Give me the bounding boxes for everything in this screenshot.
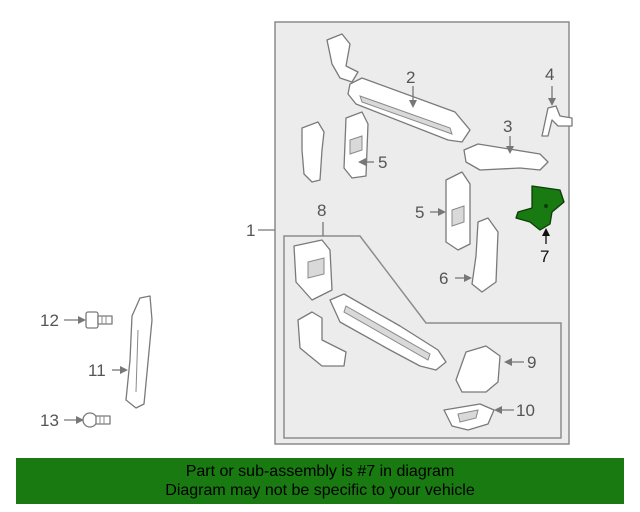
- callout-11: 11: [88, 361, 106, 380]
- callout-3: 3: [503, 117, 512, 136]
- banner-line-2: Diagram may not be specific to your vehi…: [165, 482, 475, 499]
- callout-13: 13: [40, 411, 59, 430]
- part-10-plate: [443, 403, 495, 431]
- callout-5-upper: 5: [378, 153, 387, 172]
- info-banner: Part or sub-assembly is #7 in diagram Di…: [16, 458, 624, 504]
- part-11-stay: [125, 295, 153, 409]
- callout-12: 12: [40, 311, 59, 330]
- callout-10: 10: [516, 401, 535, 420]
- callout-4: 4: [545, 65, 554, 84]
- callout-2: 2: [406, 68, 415, 87]
- part-5-lower: [445, 171, 471, 251]
- part-3-bracket: [463, 143, 549, 171]
- subassembly-8-frame: [283, 235, 562, 439]
- assembly-frame: [274, 21, 570, 445]
- part-4-clip: [541, 105, 573, 137]
- part-2-support-upper: [326, 33, 471, 143]
- callout-9: 9: [527, 353, 536, 372]
- parts-diagram: 1 2 3 4 5 5 6: [40, 21, 573, 445]
- part-9-bracket: [455, 345, 501, 393]
- part-8-bracket-lower: [297, 311, 347, 367]
- part-side-member-left: [301, 121, 325, 183]
- part-8-rail: [329, 293, 447, 371]
- part-13-clip: [82, 412, 111, 428]
- part-12-bolt: [85, 311, 113, 329]
- callout-1: 1: [246, 221, 255, 240]
- banner-line-1: Part or sub-assembly is #7 in diagram: [185, 463, 455, 480]
- callout-6: 6: [439, 269, 448, 288]
- callout-7: 7: [540, 247, 549, 266]
- callout-5-lower: 5: [415, 203, 424, 222]
- part-7-highlighted: [515, 185, 565, 231]
- part-8-bracket-upper: [293, 239, 333, 301]
- part-5-upper: [343, 111, 369, 179]
- part-6-brace: [471, 217, 499, 293]
- callout-8: 8: [317, 201, 326, 220]
